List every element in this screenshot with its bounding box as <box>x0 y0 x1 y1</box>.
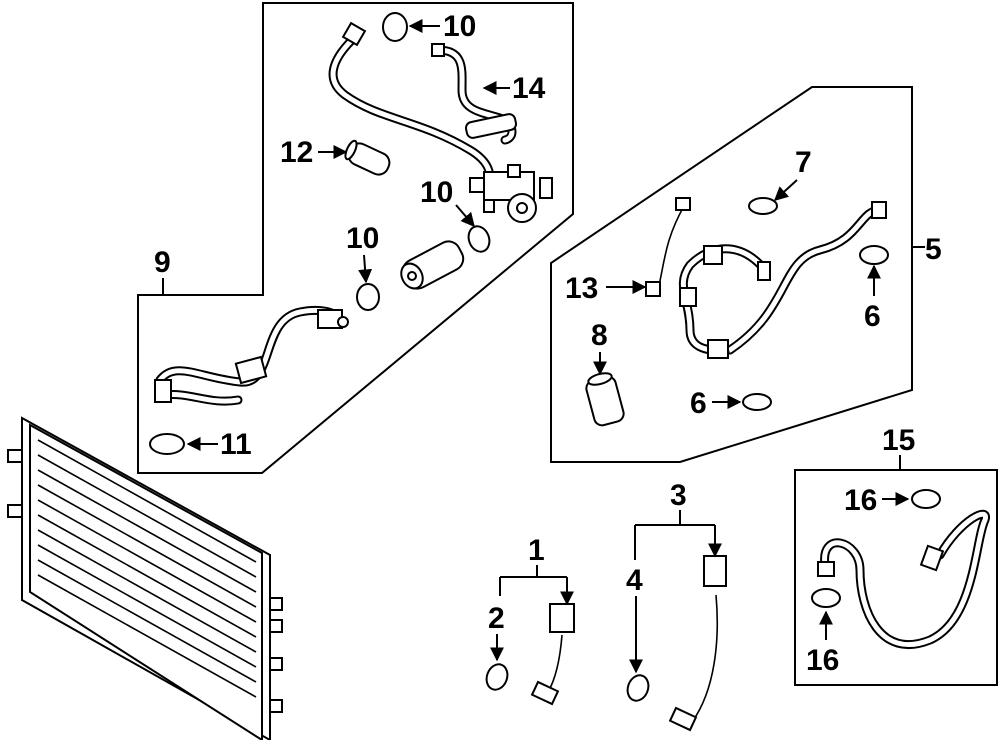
oring-11 <box>149 433 185 455</box>
oring-16-low <box>811 588 841 608</box>
callout-16-top: 16 <box>844 484 877 517</box>
hose-15 <box>817 509 990 650</box>
condenser <box>7 416 283 740</box>
group-9-outline <box>137 2 574 474</box>
liquid-line-9 <box>154 305 349 406</box>
dryer-8 <box>585 372 625 427</box>
callout-15: 15 <box>882 424 915 457</box>
callout-10-low: 10 <box>346 222 379 255</box>
callout-10-mid: 10 <box>420 176 453 209</box>
oring-10-top <box>382 12 408 42</box>
suction-line-14 <box>328 21 518 190</box>
group-15-outline <box>794 469 998 686</box>
valve-block <box>469 164 553 223</box>
callout-8: 8 <box>591 319 608 352</box>
callout-14: 14 <box>512 72 546 105</box>
sensor-3 <box>668 555 727 732</box>
callout-2: 2 <box>488 602 505 635</box>
callout-3: 3 <box>670 479 687 512</box>
callout-1: 1 <box>528 534 545 567</box>
tube-12 <box>344 139 391 176</box>
callout-10-top: 10 <box>443 10 476 43</box>
group-5-outline <box>550 86 913 463</box>
oring-6-right <box>859 245 889 265</box>
callout-9: 9 <box>154 246 171 279</box>
oring-4 <box>626 674 650 702</box>
oring-7 <box>748 197 778 215</box>
accumulator <box>400 240 465 290</box>
oring-16-top <box>911 489 941 509</box>
callout-16-low: 16 <box>806 644 839 677</box>
callout-13: 13 <box>565 272 598 305</box>
callout-12: 12 <box>280 136 313 169</box>
callout-4: 4 <box>626 564 643 597</box>
callout-6-low: 6 <box>690 387 707 420</box>
oring-10-mid <box>467 225 491 253</box>
callout-11: 11 <box>220 428 252 461</box>
oring-10-low <box>356 283 380 311</box>
oring-2 <box>485 663 509 691</box>
oring-6-low <box>742 393 772 411</box>
hose-assembly-5 <box>678 201 887 359</box>
callout-5: 5 <box>925 233 942 266</box>
callout-7: 7 <box>795 146 812 179</box>
sensor-1 <box>530 603 575 706</box>
leaders <box>162 19 925 674</box>
callout-6-right: 6 <box>864 300 881 333</box>
